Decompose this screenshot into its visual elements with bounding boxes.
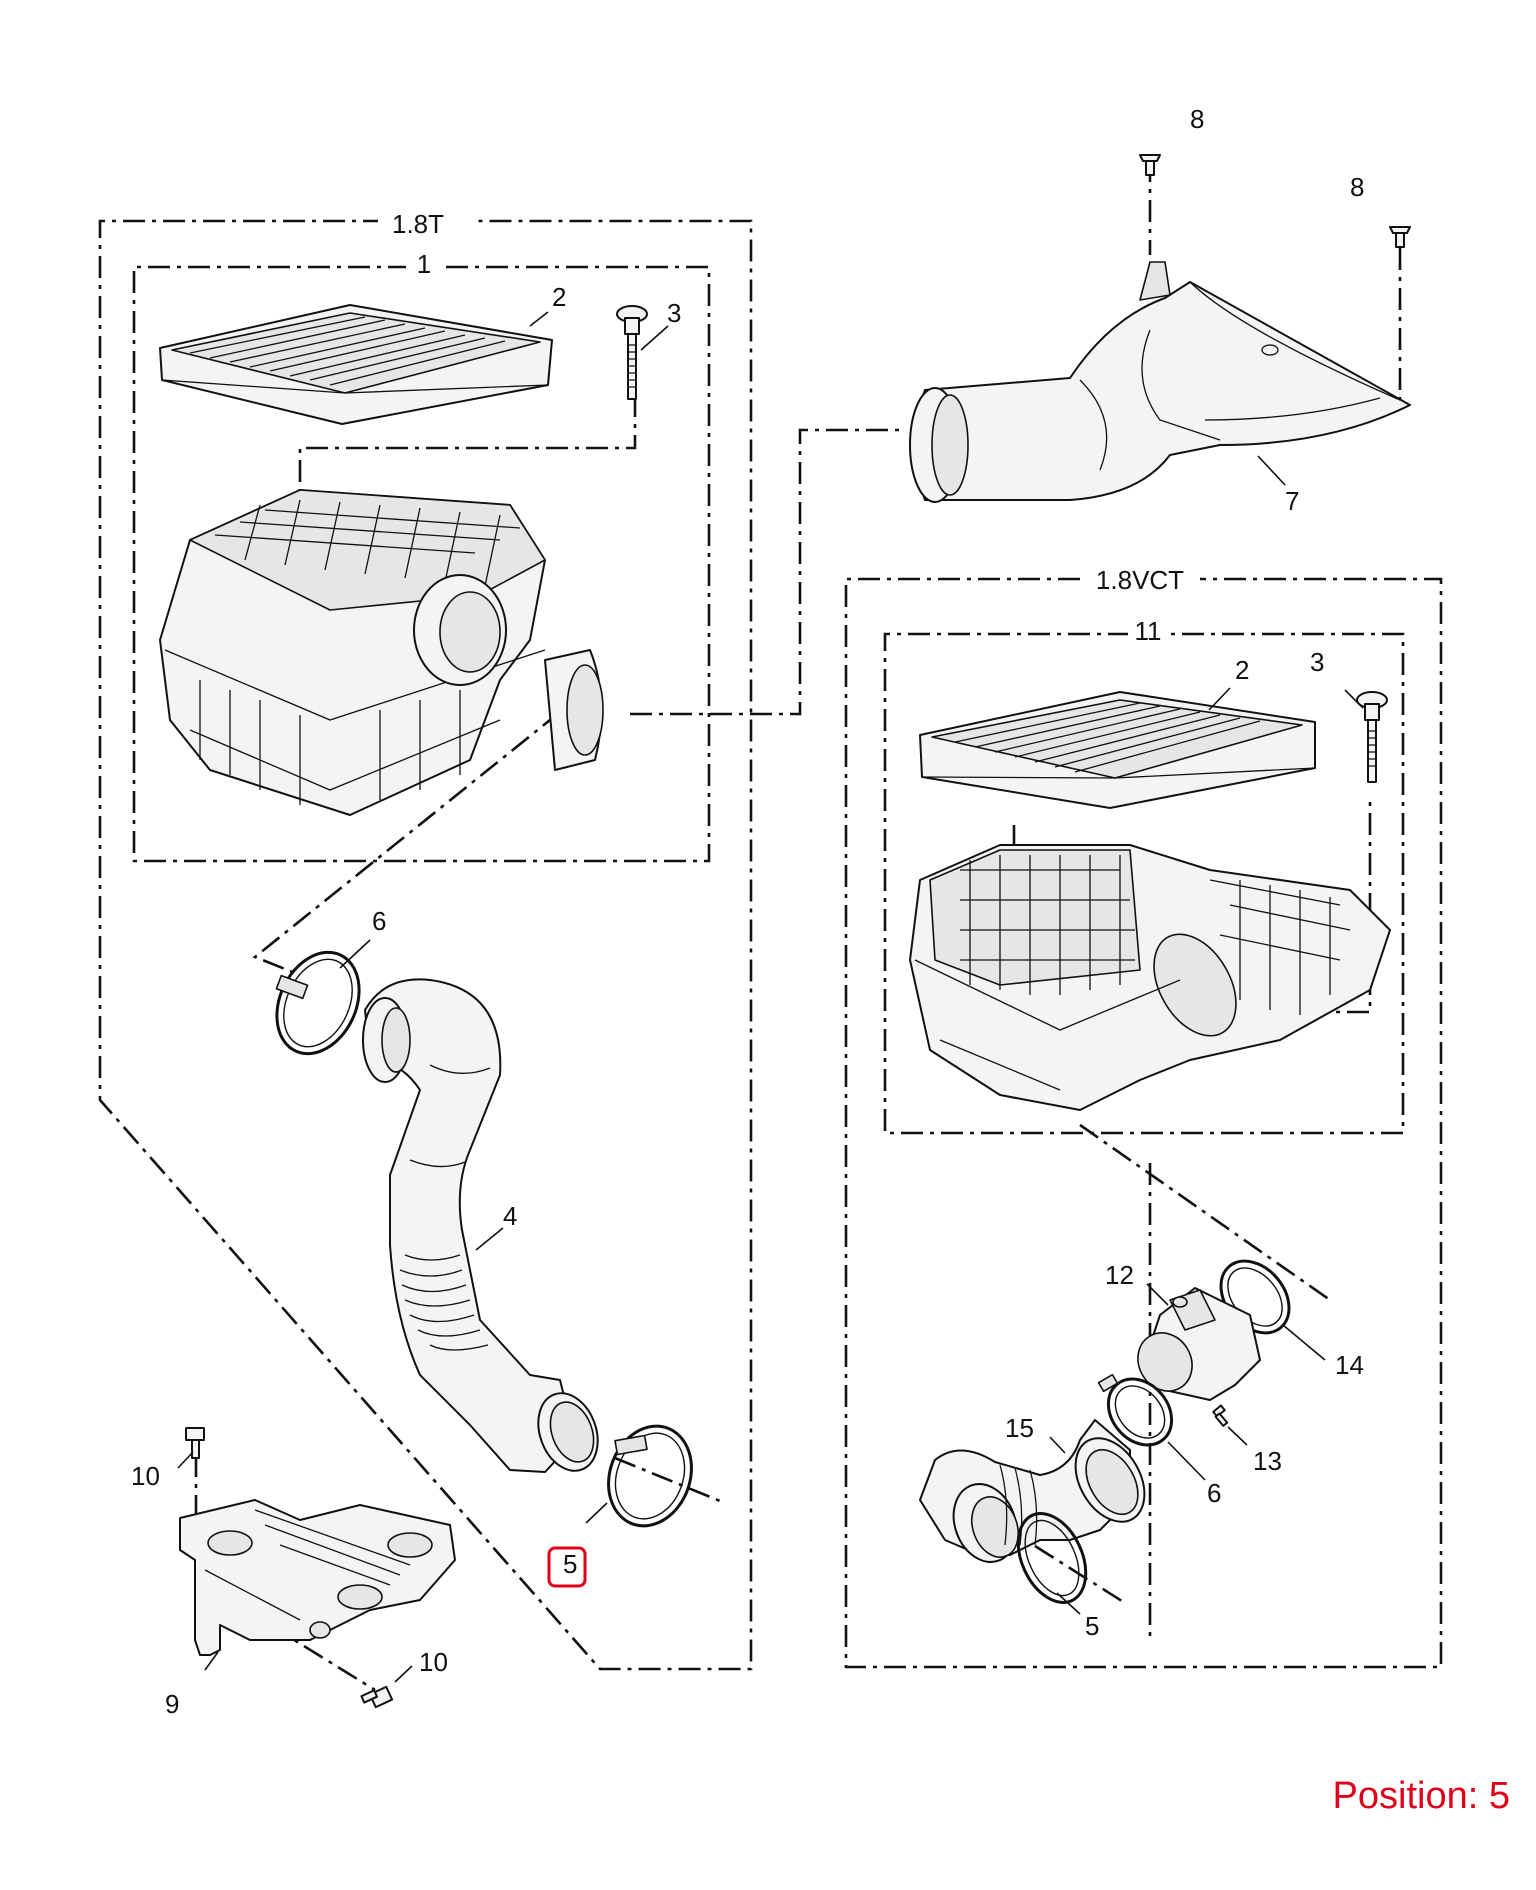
callout-8-left[interactable]: 8 [1190, 104, 1204, 134]
callout-8-right[interactable]: 8 [1350, 172, 1364, 202]
bolt-vct-3[interactable] [1356, 691, 1388, 783]
group-label-1: 1 [417, 249, 431, 279]
group-assembly-1: 1 [132, 249, 711, 863]
air-intake-hose-vct-15[interactable] [919, 1419, 1158, 1571]
screw-8-left[interactable] [1139, 154, 1161, 176]
callout-5-turbo[interactable]: 5 [563, 1549, 577, 1579]
bolt-10-top[interactable] [185, 1427, 205, 1459]
bracket-9[interactable] [179, 1499, 456, 1656]
air-filter-element-turbo[interactable] [159, 304, 553, 425]
callout-6-vct[interactable]: 6 [1207, 1478, 1221, 1508]
hose-clamp-turbo-5[interactable] [595, 1414, 705, 1537]
group-label-11: 11 [1135, 616, 1162, 646]
callout-highlight-box [547, 1546, 587, 1588]
group-label-1-8vct: 1.8VCT [1096, 565, 1184, 595]
bolt-turbo-3[interactable] [616, 305, 648, 400]
callout-13[interactable]: 13 [1253, 1446, 1282, 1476]
leader-lines [177, 311, 1364, 1683]
callout-10-top[interactable]: 10 [131, 1461, 160, 1491]
air-intake-duct[interactable] [909, 261, 1411, 503]
callout-7[interactable]: 7 [1285, 486, 1299, 516]
group-1-8vct: 1.8VCT [844, 564, 1443, 1669]
group-1-8t: 1.8T [98, 208, 753, 1671]
callout-2-vct[interactable]: 2 [1235, 655, 1249, 685]
air-intake-hose-4[interactable] [362, 978, 608, 1479]
hose-clamp-turbo-6[interactable] [261, 939, 375, 1067]
callout-5-vct[interactable]: 5 [1085, 1611, 1099, 1641]
bolt-10-bottom[interactable] [360, 1685, 394, 1709]
callout-10-bottom[interactable]: 10 [419, 1647, 448, 1677]
callout-4[interactable]: 4 [503, 1201, 517, 1231]
air-cleaner-housing-turbo[interactable] [159, 489, 604, 816]
group-label-1-8t: 1.8T [392, 209, 444, 239]
callout-9[interactable]: 9 [165, 1689, 179, 1719]
air-filter-element-vct[interactable] [919, 691, 1316, 809]
callout-3-vct[interactable]: 3 [1310, 647, 1324, 677]
hose-clamp-vct-5[interactable] [1005, 1503, 1099, 1614]
callout-6-turbo[interactable]: 6 [372, 906, 386, 936]
group-assembly-11: 11 [883, 616, 1405, 1135]
callout-3-turbo[interactable]: 3 [667, 298, 681, 328]
air-cleaner-housing-vct[interactable] [909, 844, 1391, 1111]
screw-13[interactable] [1212, 1404, 1229, 1427]
callout-12[interactable]: 12 [1105, 1260, 1134, 1290]
hose-clamp-vct-6[interactable] [1095, 1366, 1184, 1457]
mass-air-flow-sensor-12[interactable] [1127, 1287, 1261, 1401]
callout-15[interactable]: 15 [1005, 1413, 1034, 1443]
position-label: Position: 5 [1332, 1775, 1510, 1817]
callout-14[interactable]: 14 [1335, 1350, 1364, 1380]
callout-labels: 2 3 8 8 7 2 3 6 4 5 10 10 9 12 14 13 6 1… [131, 104, 1364, 1719]
screw-8-right[interactable] [1389, 226, 1411, 248]
callout-2-turbo[interactable]: 2 [552, 282, 566, 312]
